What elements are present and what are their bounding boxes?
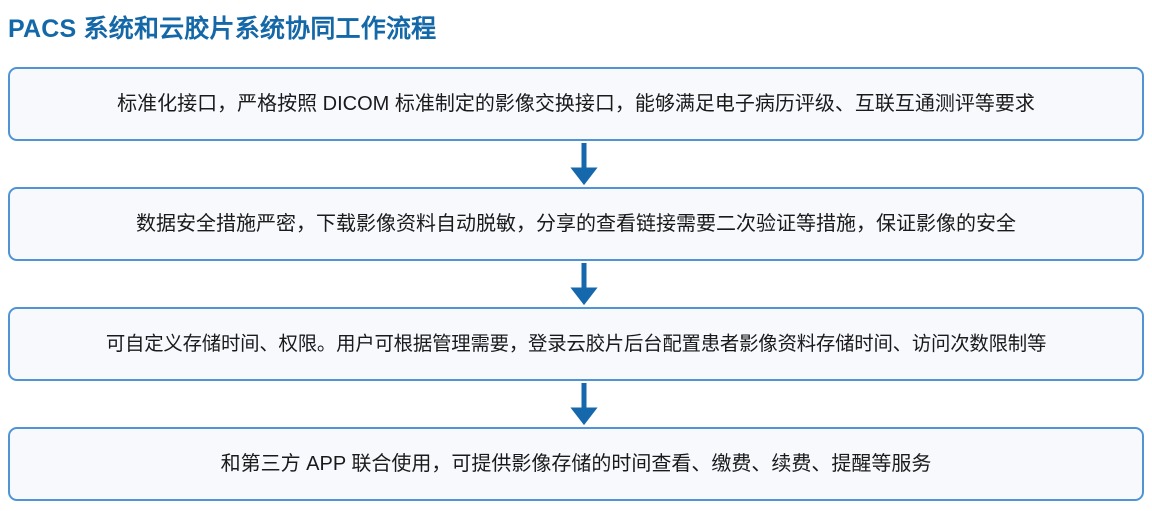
flow-connector-2 — [8, 261, 1144, 307]
page-title: PACS 系统和云胶片系统协同工作流程 — [8, 15, 437, 43]
arrow-down-icon — [561, 381, 607, 427]
flow-step-4: 和第三方 APP 联合使用，可提供影像存储的时间查看、缴费、续费、提醒等服务 — [8, 427, 1144, 501]
flow-container: 标准化接口，严格按照 DICOM 标准制定的影像交换接口，能够满足电子病历评级、… — [8, 67, 1144, 501]
flow-step-2: 数据安全措施严密，下载影像资料自动脱敏，分享的查看链接需要二次验证等措施，保证影… — [8, 187, 1144, 261]
flow-step-3-label: 可自定义存储时间、权限。用户可根据管理需要，登录云胶片后台配置患者影像资料存储时… — [105, 333, 1047, 355]
flow-step-4-label: 和第三方 APP 联合使用，可提供影像存储的时间查看、缴费、续费、提醒等服务 — [220, 453, 932, 475]
flow-step-1-label: 标准化接口，严格按照 DICOM 标准制定的影像交换接口，能够满足电子病历评级、… — [117, 93, 1035, 115]
flow-step-3: 可自定义存储时间、权限。用户可根据管理需要，登录云胶片后台配置患者影像资料存储时… — [8, 307, 1144, 381]
flow-step-2-label: 数据安全措施严密，下载影像资料自动脱敏，分享的查看链接需要二次验证等措施，保证影… — [136, 213, 1016, 235]
arrow-down-icon — [561, 261, 607, 307]
arrow-down-icon — [561, 141, 607, 187]
flow-connector-3 — [8, 381, 1144, 427]
flow-connector-1 — [8, 141, 1144, 187]
flow-step-1: 标准化接口，严格按照 DICOM 标准制定的影像交换接口，能够满足电子病历评级、… — [8, 67, 1144, 141]
